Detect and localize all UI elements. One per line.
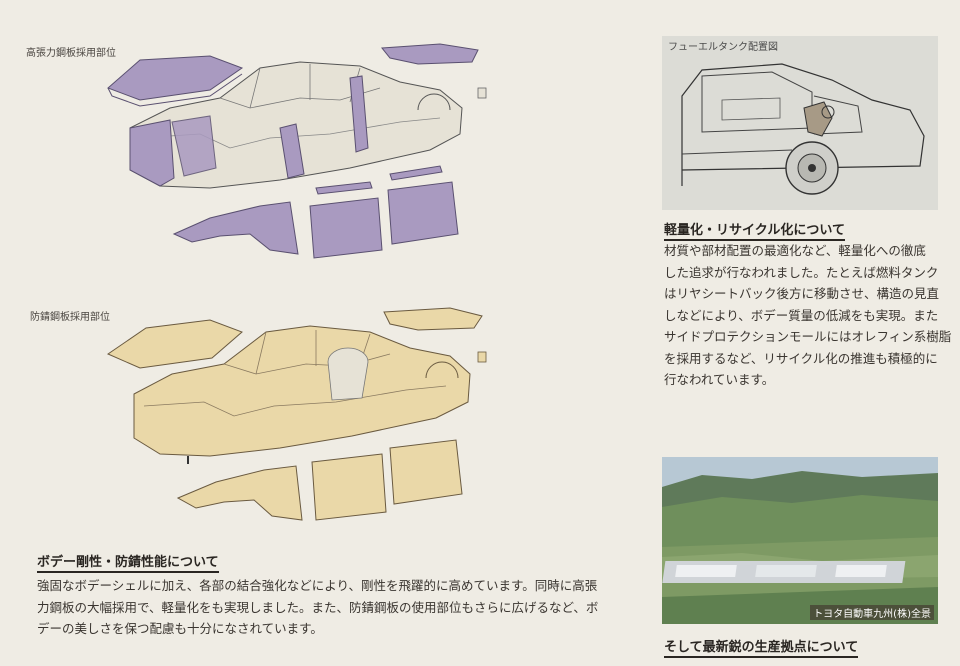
lightweight-text-line: サイドプロテクションモールにはオレフィン系樹脂: [664, 329, 952, 344]
lightweight-text-line: を採用するなど、リサイクル化の推進も積極的に: [664, 350, 938, 366]
high-tensile-steel-label: 高張力鋼板採用部位: [26, 48, 116, 59]
lightweight-recycling-heading: 軽量化・リサイクル化について: [664, 219, 845, 241]
rustproof-steel-figure: [106, 307, 487, 521]
body-text-line: 力鋼板の大幅採用で、軽量化をも実現しました。また、防錆鋼板の使用部位もさらに広げ…: [37, 599, 599, 615]
factory-aerial-photo: トヨタ自動車九州(株)全景: [662, 457, 938, 624]
rustproof-steel-label: 防錆鋼板採用部位: [30, 312, 110, 323]
factory-landscape: [662, 457, 938, 624]
fuel-tank-title: フューエルタンク配置図: [668, 42, 778, 53]
body-rigidity-heading: ボデー剛性・防錆性能について: [37, 551, 219, 573]
lightweight-text-line: しなどにより、ボデー質量の低減をも実現。また: [664, 307, 939, 323]
lightweight-text-line: はリヤシートバック後方に移動させ、構造の見直: [664, 286, 940, 301]
body-text-line: 強固なボデーシェルに加え、各部の結合強化などにより、剛性を飛躍的に高めています。…: [37, 578, 598, 593]
lightweight-text-line: 材質や部材配置の最適化など、軽量化への徹底: [664, 243, 926, 258]
fuel-tank-car-drawing: [681, 63, 925, 195]
high-tensile-steel-figure: [107, 43, 487, 259]
body-rigidity-text: 強固なボデーシェルに加え、各部の結合強化などにより、剛性を飛躍的に高めています。…: [37, 575, 598, 640]
fuel-tank-diagram: フューエルタンク配置図: [662, 36, 938, 210]
lightweight-recycling-text: 材質や部材配置の最適化など、軽量化への徹底 した追求が行なわれました。たとえば燃…: [664, 240, 951, 391]
lightweight-text-line: 行なわれています。: [664, 372, 775, 387]
body-text-line: デーの美しさを保つ配慮も十分になされています。: [37, 621, 323, 636]
factory-photo-caption: トヨタ自動車九州(株)全景: [810, 605, 934, 620]
production-base-heading: そして最新鋭の生産拠点について: [664, 636, 859, 658]
lightweight-text-line: した追求が行なわれました。たとえば燃料タンク: [664, 264, 939, 280]
